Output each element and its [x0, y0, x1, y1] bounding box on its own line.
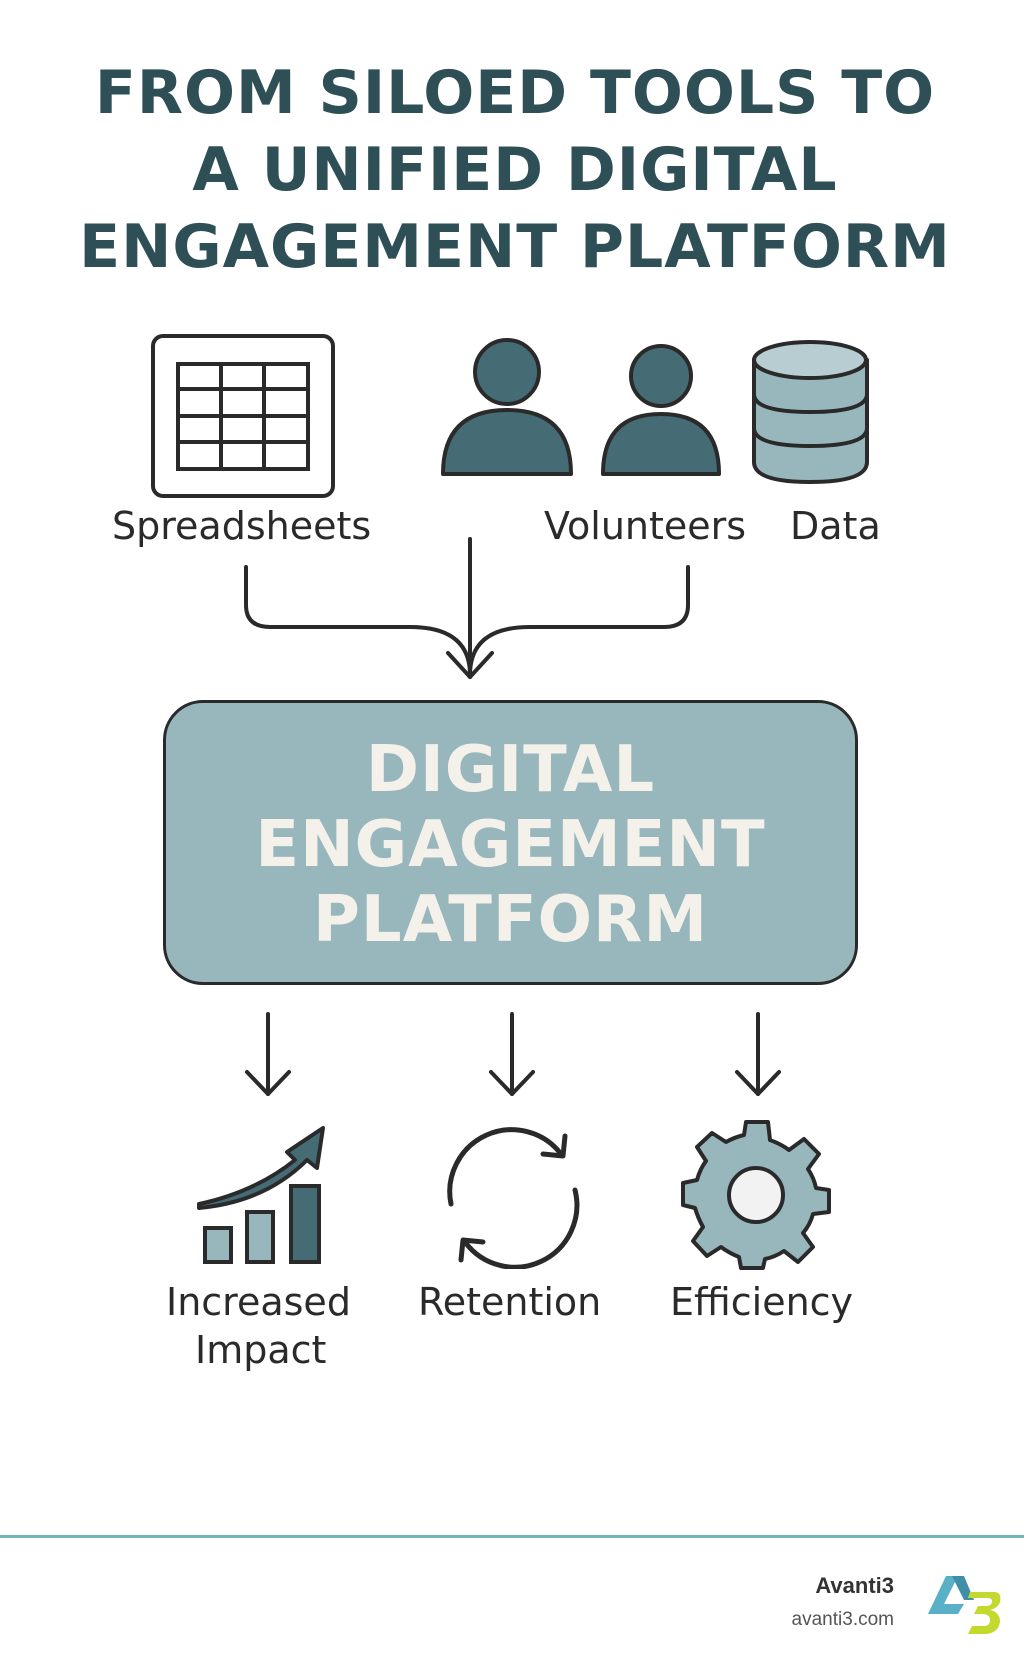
down-arrow-left [245, 1012, 291, 1096]
converging-arrows [244, 537, 690, 679]
refresh-cycle-icon [447, 1127, 580, 1269]
growth-chart-icon [197, 1126, 325, 1264]
down-arrow-right [735, 1012, 781, 1096]
spreadsheet-icon [151, 334, 335, 498]
brand-name: Avanti3 [815, 1573, 894, 1598]
platform-box: DIGITAL ENGAGEMENT PLATFORM [163, 700, 858, 985]
brand-logo-icon [928, 1576, 1001, 1634]
title-line-2: A UNIFIED DIGITAL [192, 135, 838, 205]
label-efficiency: Efficiency [670, 1280, 854, 1324]
platform-line-2: ENGAGEMENT [255, 808, 766, 882]
footer-divider [0, 1535, 1024, 1538]
down-arrow-center [489, 1012, 535, 1096]
label-volunteers: Volunteers [544, 504, 747, 548]
database-icon [752, 340, 869, 484]
platform-title: DIGITAL ENGAGEMENT PLATFORM [166, 733, 855, 958]
title-line-3: ENGAGEMENT PLATFORM [79, 212, 951, 282]
label-data: Data [790, 504, 881, 548]
label-increased: Increased [166, 1280, 351, 1324]
label-impact: Impact [195, 1328, 327, 1372]
platform-line-1: DIGITAL [365, 733, 656, 807]
people-icon [441, 338, 721, 476]
title-line-1: FROM SILOED TOOLS TO [94, 58, 936, 128]
gear-icon [681, 1120, 831, 1270]
label-retention: Retention [418, 1280, 602, 1324]
platform-line-3: PLATFORM [313, 883, 708, 957]
brand-url[interactable]: avanti3.com [791, 1609, 894, 1630]
label-spreadsheets: Spreadsheets [112, 504, 372, 548]
page-title: FROM SILOED TOOLS TO A UNIFIED DIGITAL E… [60, 55, 970, 286]
